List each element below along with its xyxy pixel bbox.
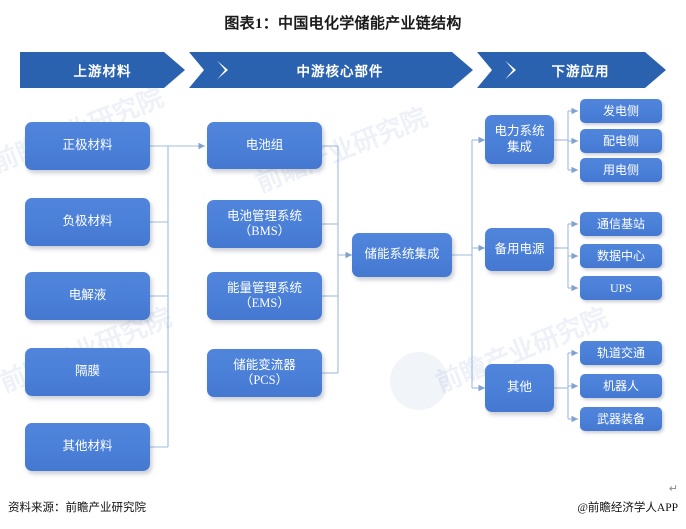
node-downstream-1-child-1[interactable]: 发电侧 xyxy=(580,99,662,123)
node-downstream-1-child-3[interactable]: 用电侧 xyxy=(580,158,662,182)
node-downstream-group-3[interactable]: 其他 xyxy=(485,364,554,412)
node-midstream-4[interactable]: 储能变流器 （PCS） xyxy=(207,349,322,397)
banner-segment-upstream[interactable]: 上游材料 xyxy=(20,52,185,88)
node-midstream-1[interactable]: 电池组 xyxy=(207,122,322,169)
node-downstream-3-child-1[interactable]: 轨道交通 xyxy=(580,341,662,365)
node-upstream-4[interactable]: 隔膜 xyxy=(25,348,150,396)
node-downstream-3-child-2[interactable]: 机器人 xyxy=(580,374,662,398)
node-midstream-2[interactable]: 电池管理系统 （BMS） xyxy=(207,200,322,248)
node-downstream-3-child-3[interactable]: 武器装备 xyxy=(580,407,662,431)
banner-segment-midstream[interactable]: 中游核心部件 xyxy=(207,52,473,88)
source-note: 资料来源：前瞻产业研究院 xyxy=(8,502,146,514)
app-credit: @前瞻经济学人APP xyxy=(577,502,678,514)
node-upstream-5[interactable]: 其他材料 xyxy=(25,423,150,471)
stage-banner: 上游材料 中游核心部件 下游应用 xyxy=(20,52,666,88)
watermark-logo-circle xyxy=(390,352,448,410)
node-midstream-3[interactable]: 能量管理系统 （EMS） xyxy=(207,272,322,320)
banner-label-upstream: 上游材料 xyxy=(73,64,132,79)
node-upstream-3[interactable]: 电解液 xyxy=(25,272,150,320)
node-system-integration[interactable]: 储能系统集成 xyxy=(352,233,452,277)
node-downstream-group-1[interactable]: 电力系统 集成 xyxy=(485,115,554,164)
node-downstream-2-child-2[interactable]: 数据中心 xyxy=(580,244,662,268)
banner-label-midstream: 中游核心部件 xyxy=(296,64,384,79)
node-downstream-1-child-2[interactable]: 配电侧 xyxy=(580,129,662,153)
node-downstream-2-child-3[interactable]: UPS xyxy=(580,276,662,300)
node-downstream-2-child-1[interactable]: 通信基站 xyxy=(580,212,662,236)
banner-segment-downstream[interactable]: 下游应用 xyxy=(495,52,666,88)
node-downstream-group-2[interactable]: 备用电源 xyxy=(485,228,554,271)
node-upstream-2[interactable]: 负极材料 xyxy=(25,198,150,246)
banner-label-downstream: 下游应用 xyxy=(551,64,610,79)
node-upstream-1[interactable]: 正极材料 xyxy=(25,122,150,170)
page-title: 图表1：中国电化学储能产业链结构 xyxy=(224,16,462,32)
paragraph-mark-icon: ↵ xyxy=(668,483,678,495)
